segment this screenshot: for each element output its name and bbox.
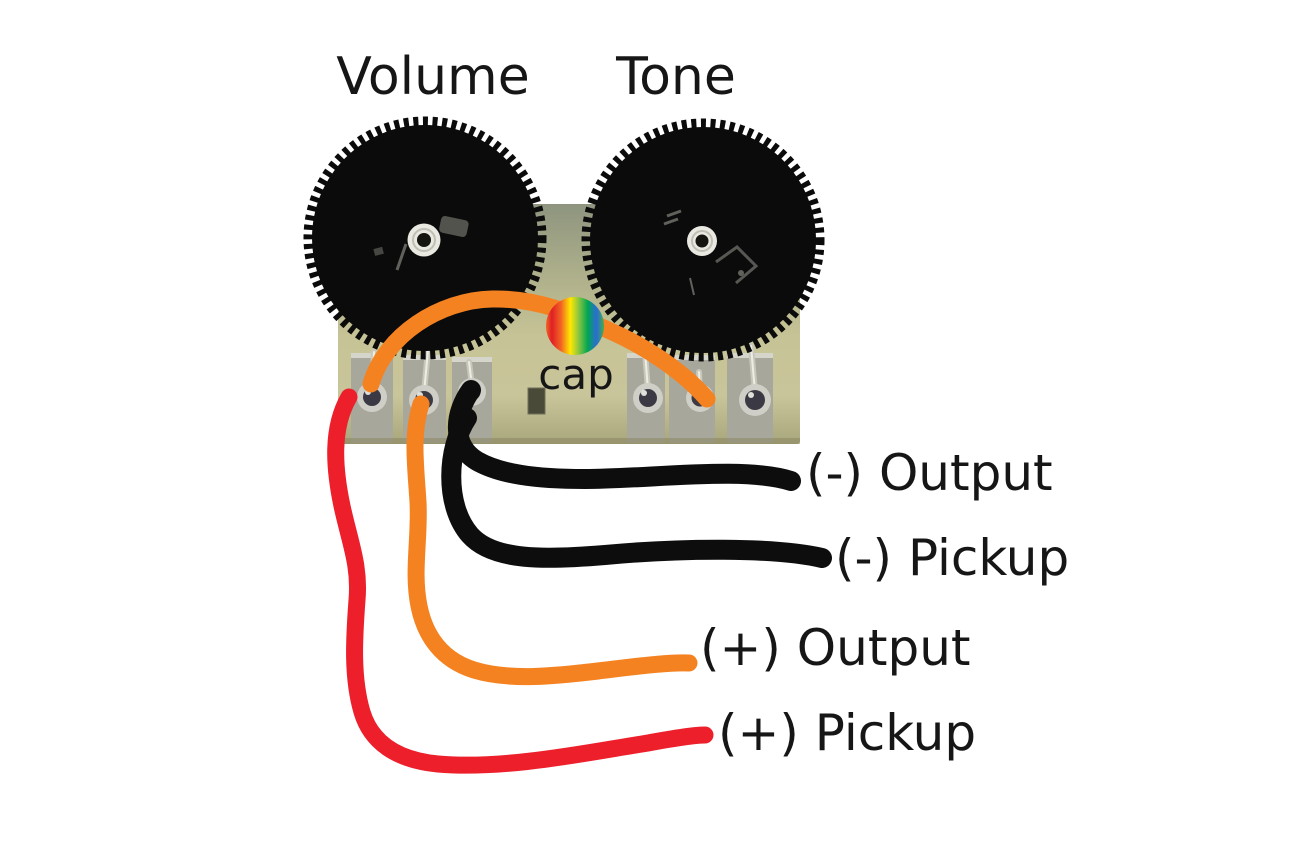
cap-label: cap — [538, 350, 614, 399]
pos-output-wire — [406, 395, 698, 686]
labels: Volume Tone cap (-) Output (-) Pickup (+… — [336, 47, 1069, 762]
wires — [327, 290, 832, 774]
orange-jumper-wire — [362, 290, 716, 408]
capacitor-icon — [546, 297, 604, 355]
tone-knob-marks — [663, 209, 759, 296]
pos-output-label: (+) Output — [700, 619, 970, 677]
volume-label: Volume — [336, 47, 529, 107]
tone-knob-teeth — [581, 118, 825, 362]
volume-knob-marks — [373, 216, 469, 271]
board-slot — [527, 387, 546, 415]
tone-label: Tone — [615, 47, 736, 107]
board-bottom-edge — [338, 438, 800, 444]
neg-pickup-label: (-) Pickup — [835, 529, 1069, 587]
tone-knob — [581, 118, 825, 362]
neg-pickup-wire — [441, 408, 832, 568]
pos-pickup-wire — [327, 388, 714, 774]
volume-knob-teeth — [303, 116, 547, 360]
neg-output-label: (-) Output — [806, 444, 1053, 502]
pos-pickup-label: (+) Pickup — [718, 704, 976, 762]
